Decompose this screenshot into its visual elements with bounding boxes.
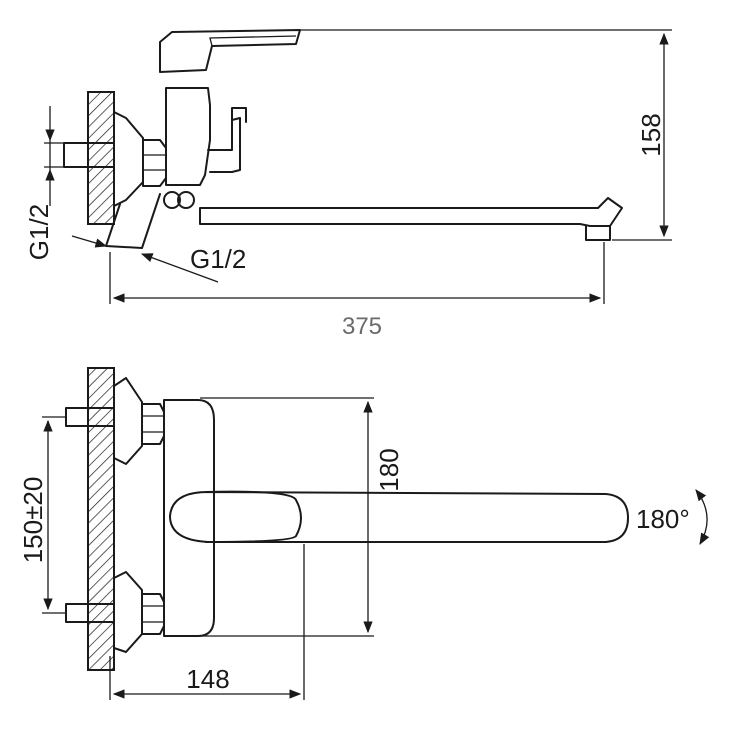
flange (113, 111, 144, 207)
diverter-knob (207, 117, 241, 173)
rotation-arrow (695, 489, 710, 546)
dim-spout-height: 180 (374, 448, 404, 491)
hex-nut (142, 139, 167, 187)
dim-length: 375 (342, 313, 382, 340)
mixer-body (165, 87, 211, 186)
aerator (585, 225, 611, 241)
dim-depth: 148 (186, 664, 229, 694)
mixer-body-top (163, 399, 215, 637)
dim-inlet-thread: G1/2 (24, 204, 54, 260)
dim-height: 158 (636, 113, 666, 156)
side-view: 158 375 G1/2 G1/2 (24, 29, 672, 340)
dim-outlet-thread: G1/2 (190, 244, 246, 274)
lever-handle (159, 29, 301, 73)
wall-hatch-top (87, 91, 115, 225)
inlet-pipe (63, 142, 115, 168)
dim-centers: 150±20 (18, 477, 48, 564)
spout (199, 197, 623, 227)
top-view: 180 150±20 148 180° (18, 367, 710, 700)
eccentric-leg (105, 193, 161, 249)
spout-top (169, 491, 629, 543)
dim-rotation: 180° (636, 504, 690, 534)
wall-hatch-bottom (87, 367, 115, 671)
